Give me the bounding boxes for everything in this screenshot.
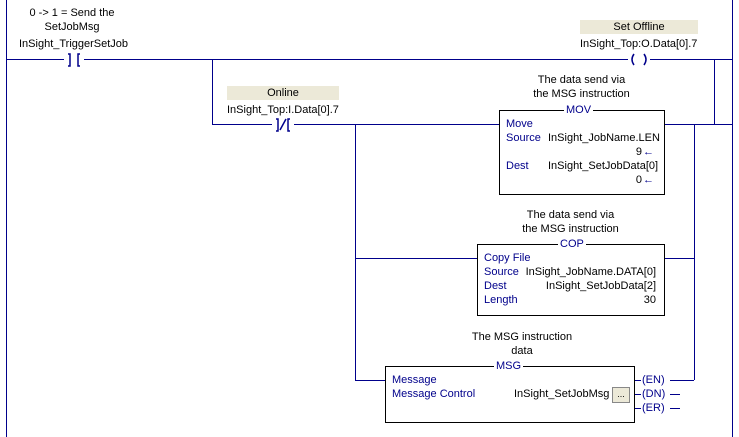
msg-en-label: EN bbox=[645, 374, 661, 386]
ote-coil-left-icon bbox=[631, 53, 635, 66]
msg-er-label: ER bbox=[645, 402, 661, 414]
cop-length-label: Length bbox=[484, 294, 518, 306]
ote-symbol-text: ( ) bbox=[630, 70, 631, 71]
msg-comment-line2: data bbox=[511, 345, 533, 357]
cop-header: Copy File bbox=[484, 252, 531, 264]
mov-dest-tag[interactable]: InSight_SetJobData[0] bbox=[548, 160, 659, 172]
en-right-paren-icon: ) bbox=[660, 374, 665, 386]
msg-control-tag[interactable]: InSight_SetJobMsg bbox=[514, 388, 610, 400]
mov-source-arrow-icon: ← bbox=[643, 146, 654, 158]
mov-dest-arrow-icon: ← bbox=[643, 174, 654, 186]
mov-source-tag[interactable]: InSight_JobName.LEN bbox=[548, 132, 660, 144]
dn-left-paren-icon: ( bbox=[642, 388, 646, 400]
msg-er-output[interactable]: (ER) bbox=[641, 402, 666, 415]
ote-coil-right-icon bbox=[643, 53, 647, 66]
contact-comment-line2: SetJobMsg bbox=[44, 21, 100, 33]
xio-slash-icon bbox=[279, 118, 287, 131]
xio-contact-right-icon bbox=[287, 118, 290, 132]
msg-en-output[interactable]: (EN) bbox=[641, 374, 666, 387]
cop-title: COP bbox=[558, 237, 586, 251]
contact-tag-online[interactable]: InSight_Top:I.Data[0].7 bbox=[227, 104, 339, 116]
coil-description: Set Offline bbox=[580, 20, 698, 34]
mov-comment-line2: the MSG instruction bbox=[533, 88, 630, 100]
ote-coil[interactable] bbox=[628, 52, 650, 68]
er-left-paren-icon: ( bbox=[642, 402, 646, 414]
msg-instruction[interactable]: MSG Message Message Control InSight_SetJ… bbox=[385, 359, 635, 423]
dn-right-paren-icon: ) bbox=[661, 388, 666, 400]
msg-title: MSG bbox=[494, 359, 524, 373]
msg-dn-output[interactable]: (DN) bbox=[641, 388, 667, 401]
xic-contact[interactable] bbox=[62, 52, 86, 68]
contact-comment-line1: 0 -> 1 = Send the bbox=[29, 7, 115, 19]
mov-header: Move bbox=[506, 118, 533, 130]
contact-description-online: Online bbox=[227, 86, 339, 100]
mov-title: MOV bbox=[564, 103, 594, 117]
xio-contact[interactable] bbox=[272, 117, 294, 133]
cop-dest-label: Dest bbox=[484, 280, 507, 292]
msg-comment-line1: The MSG instruction bbox=[471, 331, 573, 343]
cop-length-value[interactable]: 30 bbox=[643, 294, 656, 306]
xio-contact-left-icon bbox=[276, 118, 279, 132]
mov-comment-line1: The data send via bbox=[537, 74, 626, 86]
contact-tag-trigger[interactable]: InSight_TriggerSetJob bbox=[19, 38, 129, 50]
mov-dest-label: Dest bbox=[506, 160, 529, 172]
mov-dest-value: 0 bbox=[635, 174, 642, 186]
xio-symbol-text: ]/[ bbox=[272, 135, 273, 136]
mov-source-label: Source bbox=[506, 132, 541, 144]
xic-contact-right-icon bbox=[77, 53, 80, 67]
xic-contact-left-icon bbox=[68, 53, 71, 67]
er-right-paren-icon: ) bbox=[660, 402, 665, 414]
cop-source-label: Source bbox=[484, 266, 519, 278]
msg-dn-label: DN bbox=[645, 388, 662, 400]
cop-comment-line2: the MSG instruction bbox=[522, 223, 619, 235]
cop-dest-tag[interactable]: InSight_SetJobData[2] bbox=[545, 280, 656, 292]
msg-configure-button[interactable]: ... bbox=[612, 387, 630, 403]
msg-header: Message bbox=[392, 374, 437, 386]
en-left-paren-icon: ( bbox=[642, 374, 646, 386]
mov-instruction[interactable]: MOV Move Source InSight_JobName.LEN 9 ← … bbox=[499, 103, 665, 195]
cop-comment-line1: The data send via bbox=[526, 209, 615, 221]
coil-tag-set-offline[interactable]: InSight_Top:O.Data[0].7 bbox=[580, 38, 698, 50]
cop-instruction[interactable]: COP Copy File Source InSight_JobName.DAT… bbox=[477, 237, 665, 316]
xic-symbol-text: ] [ bbox=[60, 70, 61, 71]
mov-source-value: 9 bbox=[635, 146, 642, 158]
msg-control-label: Message Control bbox=[392, 388, 476, 400]
cop-source-tag[interactable]: InSight_JobName.DATA[0] bbox=[525, 266, 656, 278]
